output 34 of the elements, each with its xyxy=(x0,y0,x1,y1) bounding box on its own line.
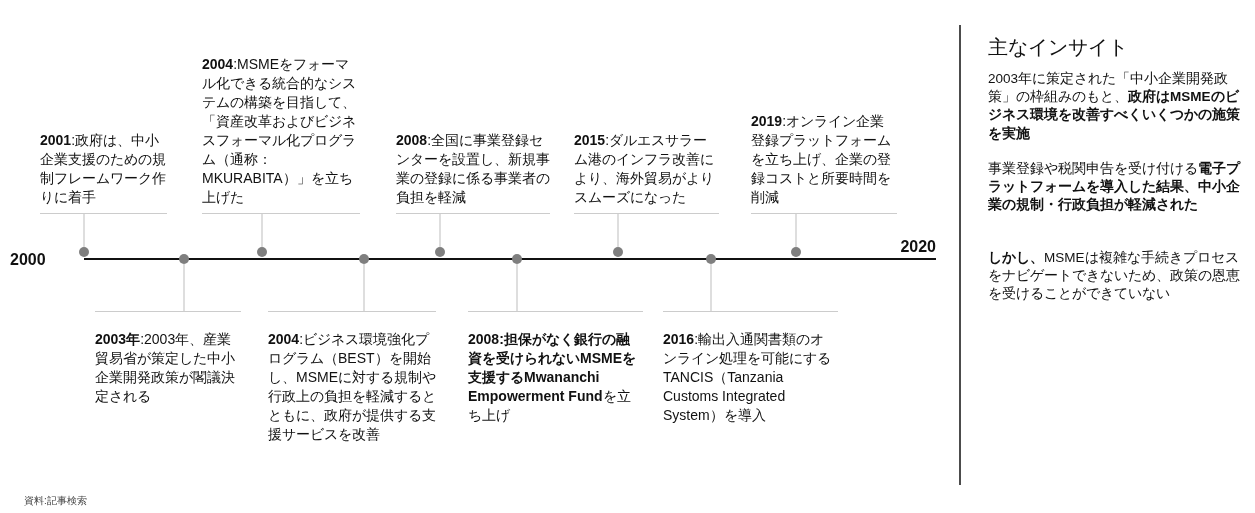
timeline-dot xyxy=(79,247,89,257)
leader-line xyxy=(439,213,441,248)
year-label: 2020 xyxy=(899,237,936,257)
timeline-dot xyxy=(706,254,716,264)
event-note: 2004:MSMEをフォーマル化できる統合的なシステムの構築を目指して、「資産改革およびビジネスフォーマル化プログラム（通称：MKURABITA）」を立ち上げた xyxy=(202,55,360,214)
leader-line xyxy=(617,213,619,248)
panel-heading: 主なインサイト xyxy=(988,35,1129,60)
leader-line xyxy=(795,213,797,248)
year-label: 2000 xyxy=(10,250,47,270)
source-note: 資料:記事検索 xyxy=(24,494,87,508)
leader-line xyxy=(261,213,263,248)
event-note: 2008:全国に事業登録センターを設置し、新規事業の登録に係る事業者の負担を軽減 xyxy=(396,131,550,214)
event-note: 2003年:2003年、産業貿易省が策定した中小企業開発政策が閣議決定される xyxy=(95,311,241,406)
timeline-dot xyxy=(512,254,522,264)
leader-line xyxy=(516,263,518,312)
event-note: 2016:輸出入通関書類のオンライン処理を可能にするTANCIS（Tanzania Customs Integrated System）を導入 xyxy=(663,311,838,425)
timeline-dot xyxy=(791,247,801,257)
event-note: 2019:オンライン企業登録プラットフォームを立ち上げ、企業の登録コストと所要時間を削減 xyxy=(751,112,897,214)
insight-text: 2003年に策定された「中小企業開発政策」の枠組みのもと、政府はMSMEのビジネス環境を改善すべくいくつかの施策を実施 xyxy=(988,70,1241,143)
event-note: 2004:ビジネス環境強化プログラム（BEST）を開始し、MSMEに対する規制や行政上の負担を軽減するとともに、政府が提供する支援サービスを改善 xyxy=(268,311,436,444)
timeline-dot xyxy=(257,247,267,257)
leader-line xyxy=(710,263,712,312)
timeline-dot xyxy=(179,254,189,264)
timeline-dot xyxy=(435,247,445,257)
insight-text: しかし、MSMEは複雑な手続きプロセスをナビゲートできないため、政策の恩恵を受けることができていない xyxy=(988,249,1241,304)
leader-line xyxy=(363,263,365,312)
timeline-dot xyxy=(613,247,623,257)
timeline-dot xyxy=(359,254,369,264)
event-note: 2008:担保がなく銀行の融資を受けられないMSMEを支援するMwananchi Empowerment Fundを立ち上げ xyxy=(468,311,643,425)
insight-text: 事業登録や税関申告を受け付ける電子プラットフォームを導入した結果、中小企業の規制・行政負担が軽減された xyxy=(988,160,1242,215)
event-note: 2001:政府は、中小企業支援のための規制フレームワーク作りに着手 xyxy=(40,131,167,214)
event-note: 2015:ダルエスサラーム港のインフラ改善により、海外貿易がよりスムーズになった xyxy=(574,131,719,214)
leader-line xyxy=(83,213,85,248)
leader-line xyxy=(183,263,185,312)
